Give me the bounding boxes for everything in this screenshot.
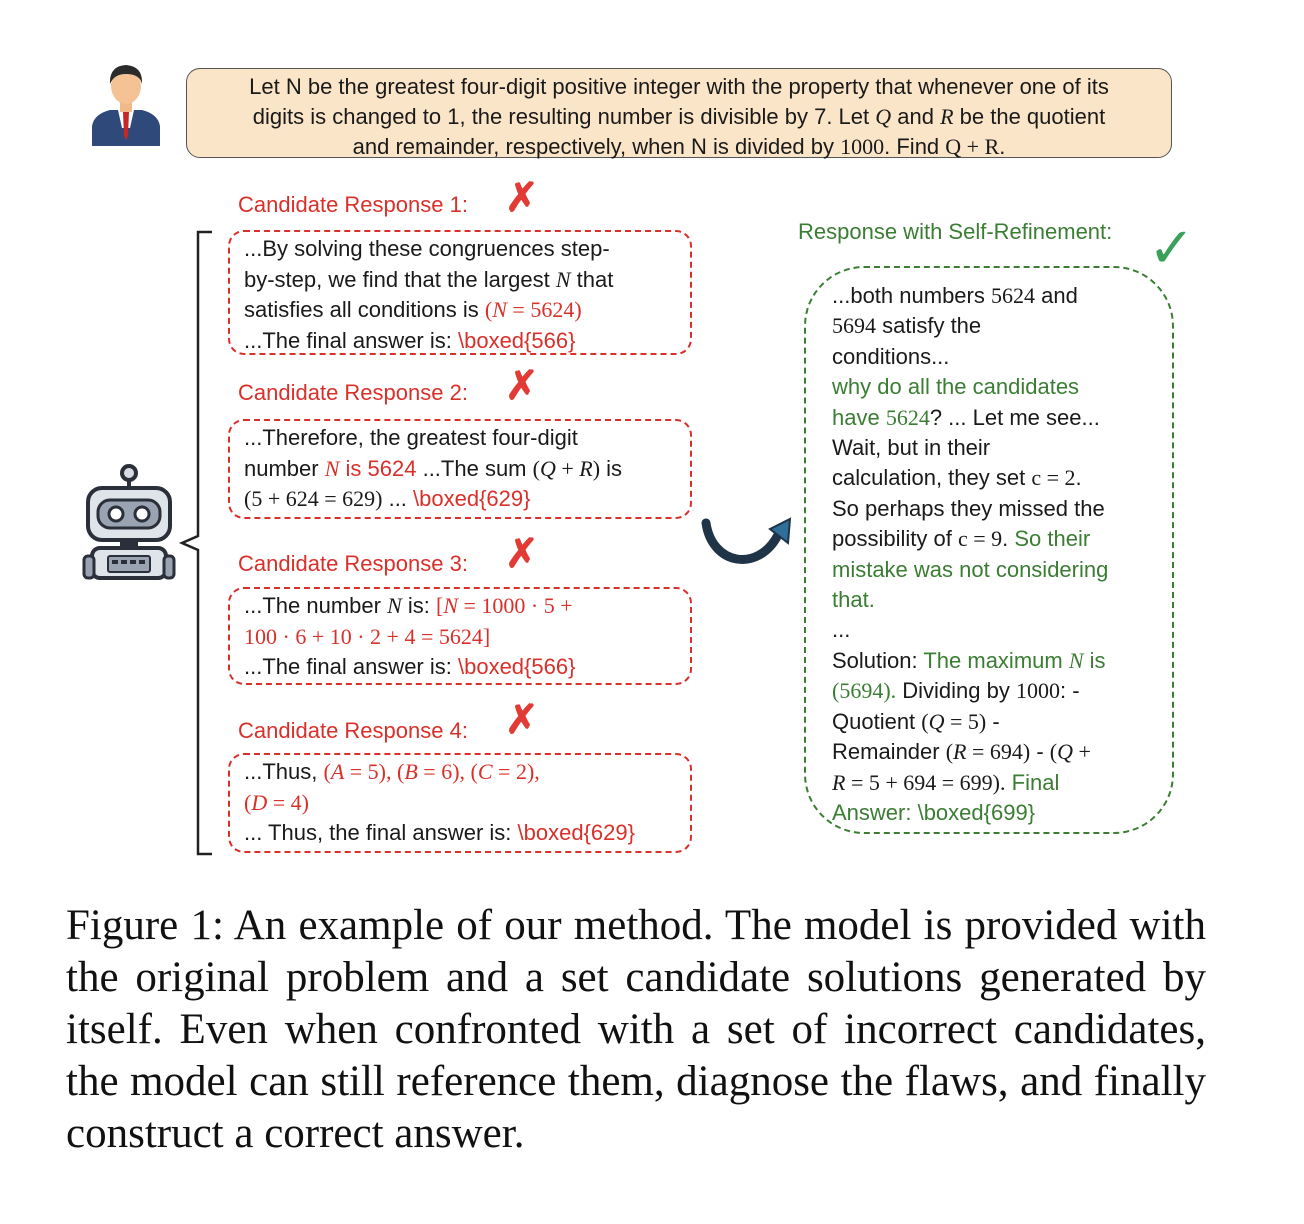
problem-statement-box: Let N be the greatest four-digit positiv… <box>186 68 1172 159</box>
robot-icon <box>82 464 176 580</box>
candidate-line: by-step, we find that the largest N that <box>244 266 614 292</box>
refinement-line: Remainder (R = 694) - (Q + <box>832 739 1091 765</box>
candidate-line: ...The final answer is: \boxed{566} <box>244 654 576 679</box>
refinement-line: conditions... <box>832 343 950 369</box>
candidate-line: 100 · 6 + 10 · 2 + 4 = 5624] <box>244 623 491 649</box>
candidate-1-label: Candidate Response 1: <box>238 192 468 217</box>
refinement-line: have 5624? ... Let me see... <box>832 404 1100 430</box>
candidate-line: ...Therefore, the greatest four-digit <box>244 425 578 450</box>
refinement-line: that. <box>832 587 875 613</box>
refinement-line: calculation, they set c = 2. <box>832 465 1082 491</box>
figure-caption: Figure 1: An example of our method. The … <box>66 902 1206 1157</box>
refinement-line: 5694 satisfy the <box>832 313 982 339</box>
candidate-line: satisfies all conditions is (N = 5624) <box>244 297 582 322</box>
candidate-3-label: Candidate Response 3: <box>238 551 468 576</box>
cross-mark-icon: ✗ <box>505 698 539 742</box>
candidate-line: ...Thus, (A = 5), (B = 6), (C = 2), <box>244 759 540 784</box>
candidate-4-box: ...Thus, (A = 5), (B = 6), (C = 2), (D =… <box>228 753 692 853</box>
problem-line: and remainder, respectively, when N is d… <box>352 134 1006 159</box>
refine-arrow-icon <box>701 517 792 564</box>
candidate-2-box: ...Therefore, the greatest four-digit nu… <box>228 419 692 519</box>
problem-line: digits is changed to 1, the resulting nu… <box>252 104 1106 129</box>
candidate-2-label: Candidate Response 2: <box>238 380 468 405</box>
refinement-line: why do all the candidates <box>832 374 1080 400</box>
cross-mark-icon: ✗ <box>505 532 539 576</box>
refinement-line: mistake was not considering <box>832 556 1109 582</box>
refinement-line: Wait, but in their <box>832 435 991 461</box>
refinement-line: R = 5 + 694 = 699). Final <box>832 769 1060 795</box>
candidate-line: (5 + 624 = 629) ... \boxed{629} <box>244 486 531 511</box>
cross-mark-icon: ✗ <box>505 176 539 220</box>
candidate-line: ... Thus, the final answer is: \boxed{62… <box>244 820 635 845</box>
brace-icon <box>178 230 212 856</box>
refinement-box: ...both numbers 5624 and 5694 satisfy th… <box>804 266 1174 834</box>
candidate-line: (D = 4) <box>244 789 309 815</box>
user-icon <box>92 65 160 146</box>
refinement-line: Quotient (Q = 5) - <box>832 708 1000 734</box>
refinement-line: possibility of c = 9. So their <box>832 526 1091 552</box>
refinement-line: Solution: The maximum N is <box>832 647 1106 673</box>
refinement-line: (5694). Dividing by 1000: - <box>832 678 1080 704</box>
check-mark-icon: ✓ <box>1148 216 1195 279</box>
candidate-line: number N is 5624 ...The sum (Q + R) is <box>244 455 623 481</box>
candidate-4-label: Candidate Response 4: <box>238 718 468 743</box>
candidate-3-box: ...The number N is: [N = 1000 · 5 + 100 … <box>228 587 692 685</box>
refinement-line: ...both numbers 5624 and <box>832 283 1078 308</box>
refinement-line: Answer: \boxed{699} <box>832 799 1036 825</box>
refinement-line: ... <box>832 617 851 643</box>
problem-line: Let N be the greatest four-digit positiv… <box>249 74 1109 99</box>
candidate-1-box: ...By solving these congruences step- by… <box>228 230 692 355</box>
cross-mark-icon: ✗ <box>505 364 539 408</box>
candidate-line: ...By solving these congruences step- <box>244 236 610 261</box>
refinement-line: So perhaps they missed the <box>832 495 1105 521</box>
refinement-label: Response with Self-Refinement: <box>798 219 1113 244</box>
candidate-line: ...The number N is: [N = 1000 · 5 + <box>244 593 573 618</box>
candidate-line: ...The final answer is: \boxed{566} <box>244 327 576 353</box>
